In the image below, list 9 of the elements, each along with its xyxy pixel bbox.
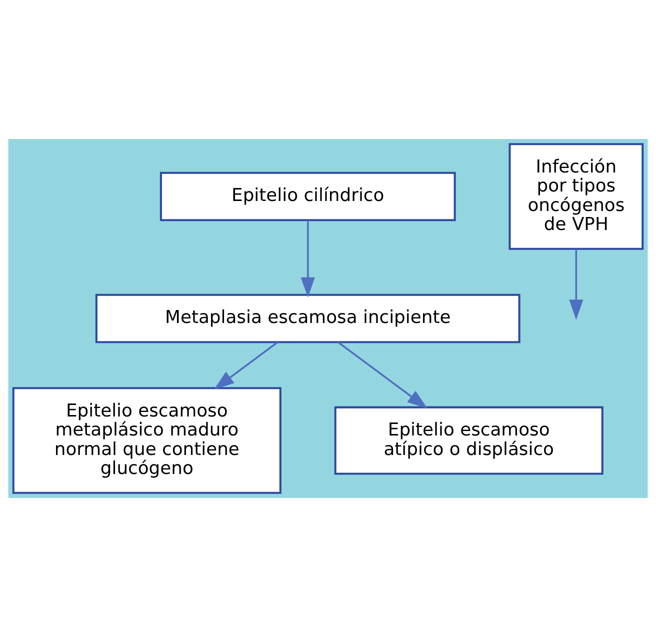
arrow (338, 342, 428, 409)
arrow (569, 249, 584, 320)
node-box: Epitelio escamoso atípico o displásico (334, 406, 604, 475)
node-box: Metaplasia escamosa incipiente (95, 294, 520, 344)
arrow (300, 220, 315, 298)
node-box: Epitelio cilíndrico (160, 172, 456, 222)
arrow (214, 342, 278, 390)
node-box: Infección por tipos oncógenos de VPH (508, 143, 644, 250)
node-box: Epitelio escamoso metaplásico maduro normal que contiene glucógeno (12, 387, 282, 494)
